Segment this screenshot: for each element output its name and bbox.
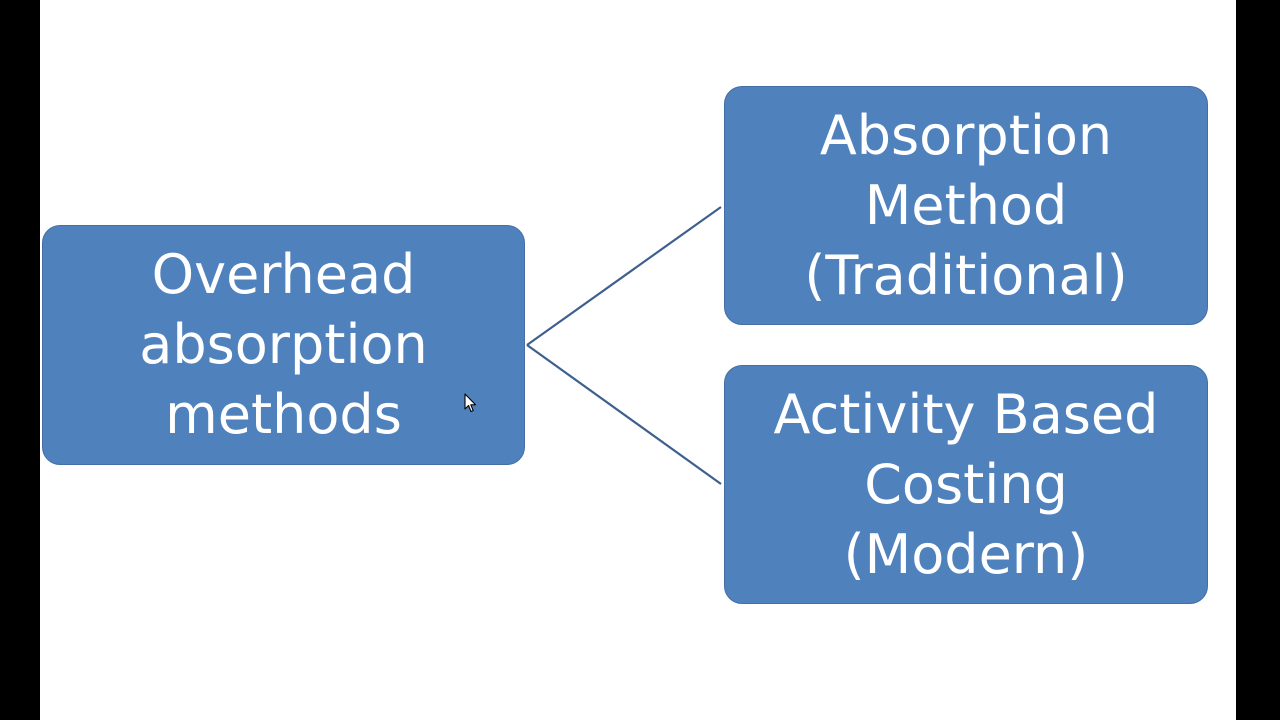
- connector-to-absorption-method: [526, 206, 722, 346]
- child-node-line: Costing: [864, 452, 1068, 516]
- child-node-absorption-method: Absorption Method (Traditional): [724, 86, 1208, 325]
- child-node-line: Method: [864, 173, 1068, 237]
- root-node-line: absorption: [139, 313, 428, 376]
- child-node-text: Activity Based Costing (Modern): [774, 380, 1159, 590]
- child-node-activity-based-costing: Activity Based Costing (Modern): [724, 365, 1208, 604]
- child-node-line: (Modern): [843, 522, 1089, 586]
- root-node-text: Overhead absorption methods: [139, 240, 427, 450]
- child-node-text: Absorption Method (Traditional): [804, 101, 1127, 311]
- child-node-line: (Traditional): [804, 243, 1128, 307]
- child-node-line: Activity Based: [773, 382, 1159, 446]
- child-node-line: Absorption: [819, 103, 1113, 167]
- mouse-pointer-icon: [464, 393, 477, 413]
- root-node-line: Overhead: [151, 243, 416, 306]
- letterbox-right: [1236, 0, 1280, 720]
- connector-to-activity-based-costing: [526, 344, 722, 485]
- root-node-overhead-absorption-methods: Overhead absorption methods: [42, 225, 525, 465]
- letterbox-left: [0, 0, 40, 720]
- root-node-line: methods: [165, 383, 402, 446]
